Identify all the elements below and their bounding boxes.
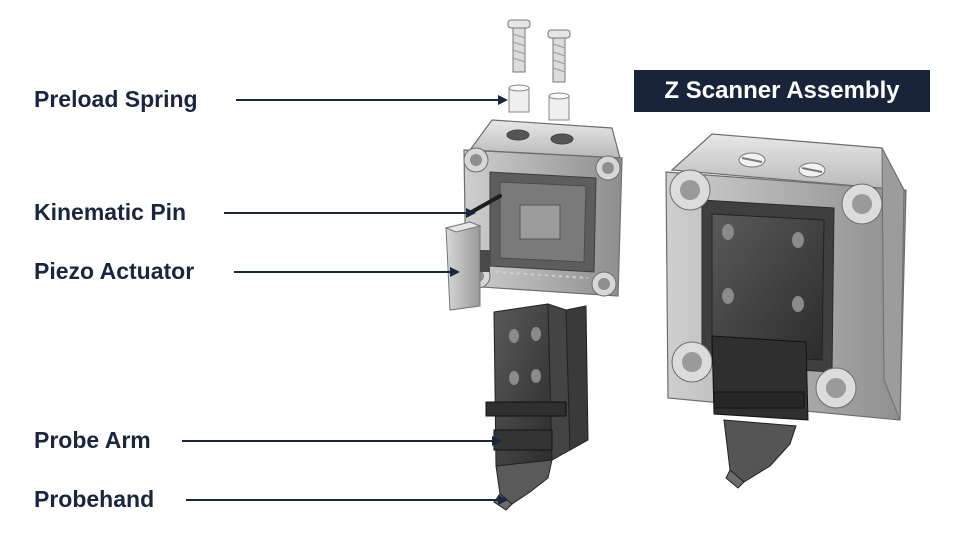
preload-spring-part bbox=[508, 84, 570, 121]
screw-right bbox=[547, 29, 571, 83]
leader-line-piezo-actuator bbox=[234, 267, 460, 277]
kinematic-pin-part bbox=[466, 194, 502, 216]
callout-preload-spring: Preload Spring bbox=[34, 86, 198, 112]
piezo-actuator-part bbox=[444, 221, 490, 311]
leader-line-kinematic-pin bbox=[224, 208, 476, 218]
assembled-housing bbox=[665, 133, 907, 489]
diagram-title: Z Scanner Assembly bbox=[664, 77, 900, 104]
callout-probe-arm: Probe Arm bbox=[34, 427, 151, 453]
leader-line-probehand bbox=[186, 495, 508, 505]
housing-exploded bbox=[463, 119, 623, 297]
callout-piezo-actuator: Piezo Actuator bbox=[34, 258, 195, 284]
leader-line-probe-arm bbox=[182, 436, 502, 446]
probe-arm-part bbox=[485, 303, 589, 467]
callout-probehand: Probehand bbox=[34, 486, 155, 512]
leader-line-preload-spring bbox=[236, 95, 508, 105]
title-banner: Z Scanner Assembly bbox=[634, 70, 930, 112]
screw-left bbox=[507, 19, 531, 73]
callout-kinematic-pin: Kinematic Pin bbox=[34, 199, 187, 225]
